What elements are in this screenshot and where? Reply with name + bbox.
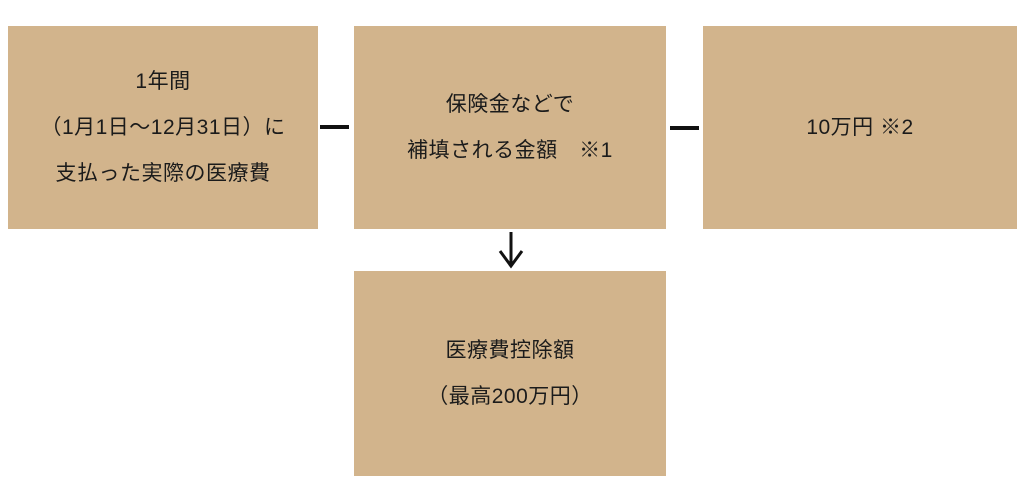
box-line: （1月1日～12月31日）に xyxy=(40,115,286,139)
box-actual-medical-expenses: 1年間 （1月1日～12月31日）に 支払った実際の医療費 xyxy=(8,26,318,229)
box-insurance-compensation: 保険金などで 補填される金額 ※1 xyxy=(354,26,666,229)
box-line: 1年間 xyxy=(135,69,191,93)
box-hundred-thousand-yen: 10万円 ※2 xyxy=(703,26,1017,229)
box-line: 補填される金額 ※1 xyxy=(407,138,613,162)
box-deduction-result: 医療費控除額 （最高200万円） xyxy=(354,271,666,476)
box-line: 医療費控除額 xyxy=(445,338,575,362)
minus-icon xyxy=(670,126,699,130)
arrow-down-icon xyxy=(496,231,526,269)
minus-icon xyxy=(320,125,349,129)
box-line: 10万円 ※2 xyxy=(806,115,914,139)
box-line: 支払った実際の医療費 xyxy=(55,161,271,185)
box-line: （最高200万円） xyxy=(427,384,593,408)
box-line: 保険金などで xyxy=(445,92,575,116)
